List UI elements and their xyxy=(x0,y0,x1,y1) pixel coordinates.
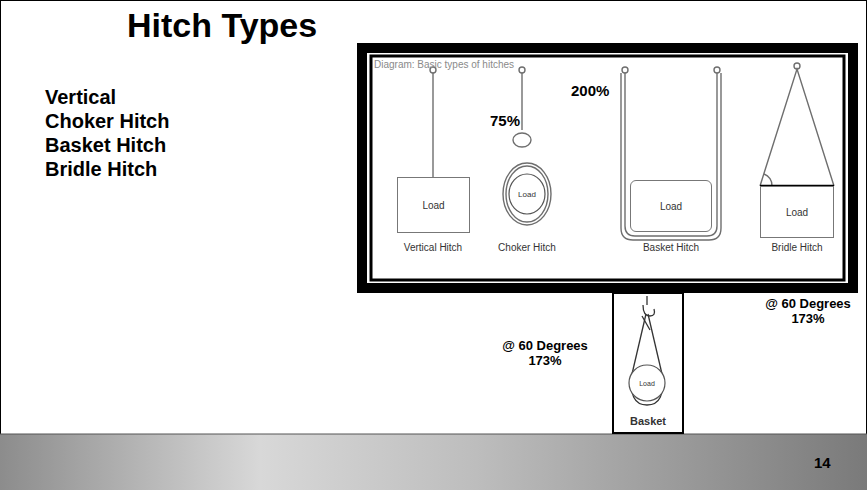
list-item: Basket Hitch xyxy=(45,134,265,157)
load-box: Load xyxy=(397,177,470,233)
photo-caption: Basket xyxy=(613,415,683,427)
picture-caption: Diagram: Basic types of hitches xyxy=(374,59,514,70)
footer-rule xyxy=(0,434,867,435)
load-label: Load xyxy=(518,190,536,199)
load-circle: Load xyxy=(508,173,546,215)
hitch-caption: Choker Hitch xyxy=(497,242,557,254)
sling-drawings xyxy=(430,63,834,240)
capacity-percent: 200% xyxy=(571,82,617,99)
list-item: Choker Hitch xyxy=(45,110,265,133)
load-label: Load xyxy=(786,207,808,218)
slide-title: Hitch Types xyxy=(127,6,317,45)
capacity-percent: 75% xyxy=(490,112,530,129)
load-box: Load xyxy=(760,186,834,238)
angle-note: @ 60 Degrees 173% xyxy=(754,297,862,327)
load-label: Load xyxy=(422,200,444,211)
angle-note: @ 60 Degrees 173% xyxy=(491,339,599,369)
load-box: Load xyxy=(630,180,712,232)
hitch-caption: Vertical Hitch xyxy=(403,242,463,254)
hitch-caption: Basket Hitch xyxy=(641,242,701,254)
list-item: Bridle Hitch xyxy=(45,158,265,181)
hitch-caption: Bridle Hitch xyxy=(767,242,827,254)
list-item: Vertical xyxy=(45,86,265,109)
load-label: Load xyxy=(660,201,682,212)
load-circle: Load xyxy=(628,364,666,402)
picture-panel: Diagram: Basic types of hitchesLoadLoadL… xyxy=(357,43,858,293)
load-label: Load xyxy=(639,380,655,387)
basket-photo: Basket Load xyxy=(613,293,683,433)
picture-inner-frame xyxy=(371,56,844,280)
basket-photo-frame xyxy=(613,293,683,433)
footer-band xyxy=(0,434,867,490)
page-number: 14 xyxy=(814,454,844,471)
picture-frame xyxy=(362,48,853,288)
